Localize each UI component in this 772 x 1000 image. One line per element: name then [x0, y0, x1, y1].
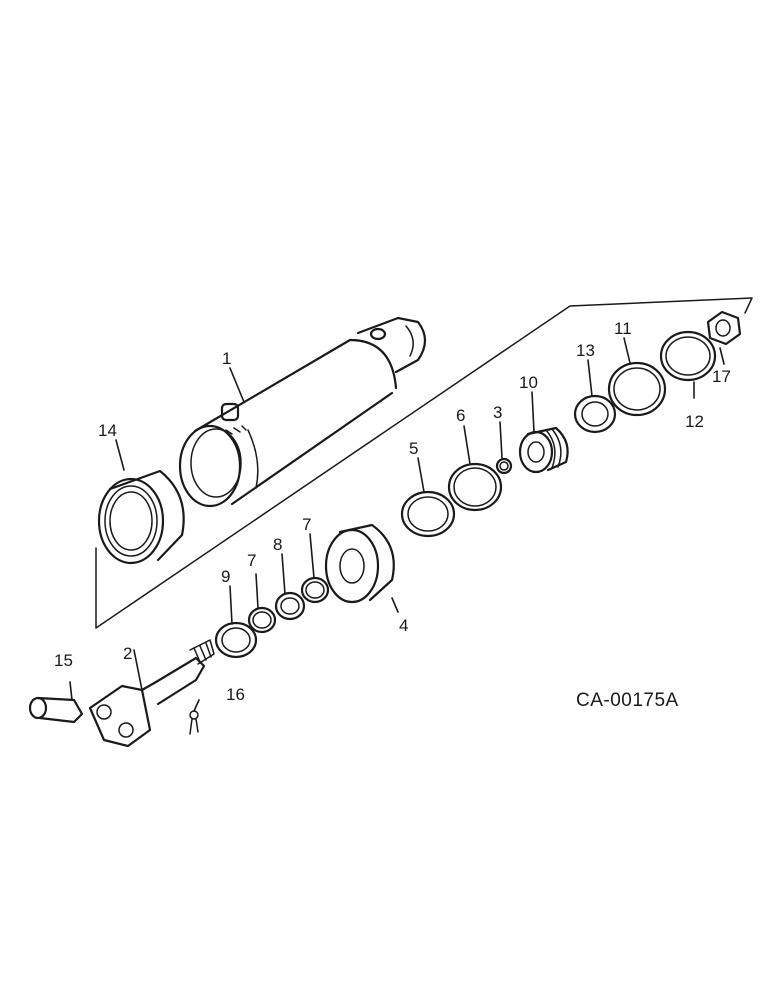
callout-10: 10 [519, 373, 538, 392]
callout-2: 2 [123, 644, 132, 663]
part-4-piston [324, 523, 395, 604]
callout-12: 12 [685, 412, 704, 431]
part-16-cotter-pin [189, 710, 199, 735]
part-8-ring [274, 591, 306, 621]
assembly-bracket-line [95, 297, 753, 629]
callout-17: 17 [712, 367, 731, 386]
part-13-ring [573, 394, 617, 434]
part-14-cylinder-cap [97, 469, 185, 565]
callout-3: 3 [493, 403, 502, 422]
callout-7-lower: 7 [247, 551, 256, 570]
figure-code: CA-00175A [576, 690, 679, 711]
leader-lines [69, 337, 725, 712]
part-3-small-o-ring [495, 457, 513, 475]
part-12-snap-ring [659, 330, 717, 382]
part-10-gland [518, 426, 569, 474]
callout-14: 14 [98, 421, 117, 440]
callout-9: 9 [221, 567, 230, 586]
part-9-ring [214, 621, 258, 659]
part-2-clevis [88, 639, 215, 748]
callout-11: 11 [614, 319, 632, 338]
part-7-ring-lower [247, 606, 277, 634]
part-11-ring [607, 361, 667, 417]
part-7-ring-upper [300, 576, 330, 604]
callout-8: 8 [273, 535, 282, 554]
callout-4: 4 [399, 616, 408, 635]
callout-5: 5 [409, 439, 418, 458]
callout-7-upper: 7 [302, 515, 311, 534]
part-1-cylinder-barrel [178, 316, 427, 508]
callout-6: 6 [456, 406, 465, 425]
part-15-pin [28, 696, 84, 724]
callout-1: 1 [222, 349, 231, 368]
callout-13: 13 [576, 341, 595, 360]
part-6-o-ring [447, 462, 503, 512]
callout-16: 16 [226, 685, 245, 704]
part-5-seal-ring [400, 490, 456, 538]
part-17-nut [706, 310, 742, 346]
callout-15: 15 [54, 651, 73, 670]
